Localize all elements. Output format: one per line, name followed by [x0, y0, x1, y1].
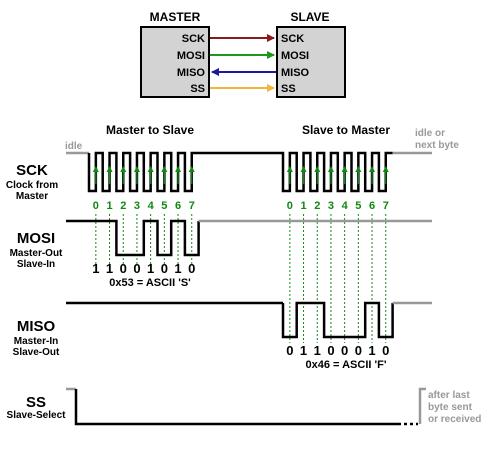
- signal-sck-name: SCK: [16, 162, 48, 179]
- sck-edge-arrowhead: [314, 166, 321, 172]
- phase-master-to-slave: Master to Slave: [106, 123, 194, 137]
- slave-pin-mosi: MOSI: [281, 50, 309, 62]
- bit-index: 2: [314, 200, 320, 212]
- master-block: [140, 26, 210, 98]
- idle-label-left: idle: [65, 141, 83, 152]
- miso-caption: 0x46 = ASCII 'F': [306, 359, 387, 371]
- bit-index: 0: [287, 200, 293, 212]
- phase-slave-to-master: Slave to Master: [302, 123, 390, 137]
- ss-trace: [74, 389, 398, 426]
- data-trace: [89, 219, 200, 257]
- signal-mosi-name: MOSI: [17, 230, 55, 247]
- signal-miso-desc-2: Slave-Out: [13, 347, 60, 358]
- bit-index: 6: [175, 200, 181, 212]
- bit-index: 4: [342, 200, 349, 212]
- sck-edge-arrowhead: [161, 166, 168, 172]
- miso-bit-value: 1: [300, 343, 307, 358]
- bit-index: 5: [355, 200, 361, 212]
- signal-sck-desc-2: Master: [16, 191, 48, 202]
- bit-index: 1: [106, 200, 112, 212]
- sck-edge-arrowhead: [300, 166, 307, 172]
- bit-index: 3: [328, 200, 334, 212]
- sck-edge-arrowhead: [286, 166, 293, 172]
- bit-index: 6: [369, 200, 375, 212]
- bit-sample-guides: [95, 214, 387, 343]
- sck-edge-arrowhead: [355, 166, 362, 172]
- miso-bit-value: 0: [382, 343, 389, 358]
- sck-edge-arrowhead: [175, 166, 182, 172]
- mosi-bit-value: 1: [147, 261, 154, 276]
- mosi-waveform: [66, 219, 432, 257]
- master-pin-miso: MISO: [177, 67, 206, 79]
- bit-index: 7: [189, 200, 195, 212]
- miso-bit-value: 0: [327, 343, 334, 358]
- miso-bit-value: 1: [314, 343, 321, 358]
- sck-edge-arrows: [92, 166, 389, 184]
- mosi-caption: 0x53 = ASCII 'S': [109, 277, 191, 289]
- sck-waveform: [66, 151, 432, 193]
- sck-edge-arrowhead: [120, 166, 127, 172]
- bit-index: 4: [148, 200, 155, 212]
- ss-waveform: [66, 387, 426, 426]
- slave-title: SLAVE: [290, 10, 329, 24]
- miso-bit-value: 0: [286, 343, 293, 358]
- data-trace: [281, 301, 394, 339]
- mosi-bit-value: 1: [106, 261, 113, 276]
- mosi-bit-value: 1: [92, 261, 99, 276]
- sck-edge-arrowhead: [133, 166, 140, 172]
- mosi-bit-value: 0: [120, 261, 127, 276]
- sck-edge-arrowhead: [147, 166, 154, 172]
- slave-block: [276, 26, 346, 98]
- ss-after-label-1: after last: [428, 390, 470, 401]
- idle-label-right-1: idle or: [415, 128, 445, 139]
- master-pin-mosi: MOSI: [177, 50, 205, 62]
- ss-release: [418, 387, 426, 424]
- master-pin-ss: SS: [190, 83, 205, 95]
- master-pin-sck: SCK: [182, 33, 205, 45]
- master-title: MASTER: [150, 10, 201, 24]
- signal-ss-desc-1: Slave-Select: [7, 410, 67, 421]
- slave-pin-miso: MISO: [281, 67, 310, 79]
- sck-trace: [87, 151, 393, 193]
- mosi-bit-value: 0: [133, 261, 140, 276]
- sck-edge-arrowhead: [382, 166, 389, 172]
- ss-after-label-3: or received: [428, 414, 481, 425]
- sck-edge-arrowhead: [92, 166, 99, 172]
- slave-pin-ss: SS: [281, 83, 296, 95]
- mosi-bit-value: 0: [161, 261, 168, 276]
- bit-index: 2: [120, 200, 126, 212]
- miso-bit-value: 1: [368, 343, 375, 358]
- miso-bit-value: 0: [355, 343, 362, 358]
- bit-index: 5: [161, 200, 167, 212]
- signal-miso-desc-1: Master-In: [14, 336, 58, 347]
- ss-after-label-2: byte sent: [428, 402, 473, 413]
- signal-ss-name: SS: [26, 394, 46, 411]
- sck-edge-arrowhead: [327, 166, 334, 172]
- sck-edge-arrowhead: [188, 166, 195, 172]
- signal-miso-name: MISO: [17, 318, 56, 335]
- signal-mosi-desc-2: Slave-In: [17, 259, 55, 270]
- slave-pin-sck: SCK: [281, 33, 304, 45]
- mosi-bit-value: 0: [188, 261, 195, 276]
- sck-edge-arrowhead: [341, 166, 348, 172]
- sck-edge-arrowhead: [106, 166, 113, 172]
- mosi-bit-value: 1: [174, 261, 181, 276]
- bit-index: 7: [383, 200, 389, 212]
- signal-sck-desc-1: Clock from: [6, 180, 58, 191]
- miso-waveform: [66, 301, 432, 339]
- miso-bit-value: 0: [341, 343, 348, 358]
- bit-index: 3: [134, 200, 140, 212]
- bit-index: 1: [300, 200, 306, 212]
- idle-label-right-2: next byte: [415, 140, 459, 151]
- sck-edge-arrowhead: [369, 166, 376, 172]
- signal-mosi-desc-1: Master-Out: [10, 248, 63, 259]
- bit-index: 0: [93, 200, 99, 212]
